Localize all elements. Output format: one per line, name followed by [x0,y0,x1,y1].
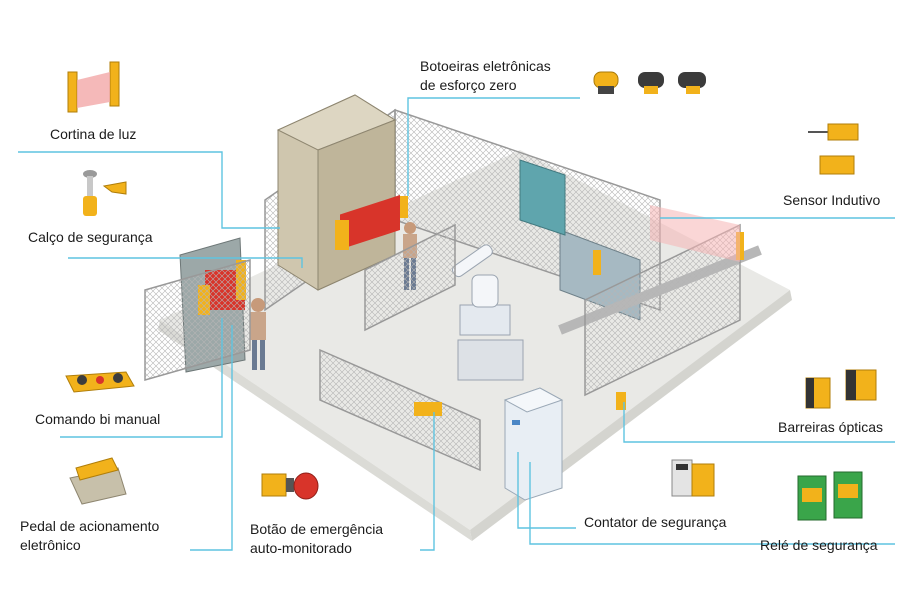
label-emergencia-line-1: Botão de emergência [250,521,384,537]
callout-line-barreiras [623,402,895,443]
label-emergencia-line-2: auto-monitorado [250,540,352,556]
light-curtain-field [650,205,740,262]
light-curtain-icon [67,61,120,113]
label-botoeiras-line-2: de esforço zero [420,77,517,93]
callout-line-contator [517,452,576,529]
callout-line-comando [60,318,223,438]
label-calco-de-seguranca: Calço de segurança [28,229,153,245]
callout-line-cortina [18,151,280,229]
safety-wedge-icon [83,170,127,216]
hydraulic-press [276,94,408,291]
emergency-stop-icon [261,472,319,500]
label-contator-de-seguranca: Contator de segurança [584,514,727,530]
callout-line-pedal [190,325,233,551]
front-safety-fence [144,223,744,472]
industrial-robot [452,244,524,381]
foot-pedal-icon [69,457,127,505]
label-botoeiras-line-1: Botoeiras eletrônicas [420,58,551,74]
label-rele-de-seguranca: Relé de segurança [760,537,878,553]
label-comando-bi-manual: Comando bi manual [35,411,161,427]
label-barreiras-opticas: Barreiras ópticas [778,419,884,435]
label-pedal-line-1: Pedal de acionamento [20,518,160,534]
callout-line-rele [529,462,895,545]
safety-contactor-icon [671,459,715,497]
two-hand-control-icon [65,371,135,393]
label-cortina-de-luz: Cortina de luz [50,126,137,142]
callout-line-calco [68,257,303,268]
callout-line-emergencia [420,412,435,551]
inductive-sensor-icon [808,123,859,175]
optical-barrier-icon [805,369,877,409]
callout-line-botoeiras [407,97,580,196]
label-pedal-line-2: eletrônico [20,537,81,553]
safety-relay-icon [797,471,863,521]
zero-force-buttons-icon [593,71,706,94]
label-sensor-indutivo: Sensor Indutivo [783,192,881,208]
electrical-cabinet [503,387,564,501]
